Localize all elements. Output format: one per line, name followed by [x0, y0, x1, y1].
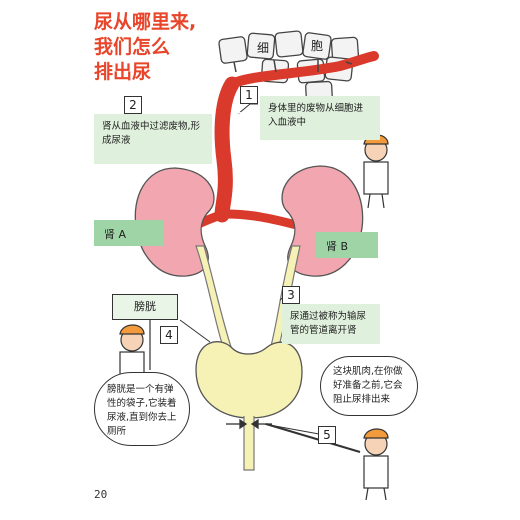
cell-char-1: 细	[257, 41, 269, 55]
step-3-note: 尿通过被称为输尿管的管道离开肾	[282, 304, 380, 344]
pointer-stick	[265, 423, 361, 453]
step-5-number: 5	[318, 426, 336, 444]
cell-vessel-connectors	[233, 59, 353, 73]
step-2-number: 2	[124, 96, 142, 114]
vessel-char-1: 血	[234, 109, 246, 123]
cell-char-2: 胞	[311, 39, 323, 53]
step-2-note: 肾从血液中过滤废物,形成尿液	[94, 114, 212, 164]
step-4-bubble: 膀胱是一个有弹性的袋子,它装着尿液,直到你去上厕所	[94, 372, 190, 446]
vessel-char-2: 管	[234, 148, 246, 163]
kidney-a-label: 肾 A	[94, 220, 164, 246]
title-line-1: 尿从哪里来,	[94, 11, 197, 33]
title-line-2: 我们怎么	[94, 36, 171, 58]
cell	[246, 32, 276, 60]
cell	[302, 32, 332, 60]
kidney-b-label: 肾 B	[316, 232, 378, 258]
page-title: 尿从哪里来, 我们怎么 排出尿	[94, 10, 284, 85]
step-1-note: 身体里的废物从细胞进入血液中	[260, 96, 380, 140]
step-5-bubble: 这块肌肉,在你做好准备之前,它会阻止尿排出来	[320, 356, 418, 416]
cell	[274, 30, 304, 58]
step-4-number: 4	[160, 326, 178, 344]
bladder-shape	[195, 341, 303, 419]
doctor-1	[363, 134, 389, 209]
urethra	[243, 416, 255, 471]
bladder-sign: 膀胱	[112, 294, 178, 320]
step-1-number: 1	[240, 86, 258, 104]
page-number: 20	[94, 488, 108, 501]
step-3-number: 3	[282, 286, 300, 304]
doctor-3	[363, 428, 389, 501]
title-line-3: 排出尿	[94, 61, 152, 83]
